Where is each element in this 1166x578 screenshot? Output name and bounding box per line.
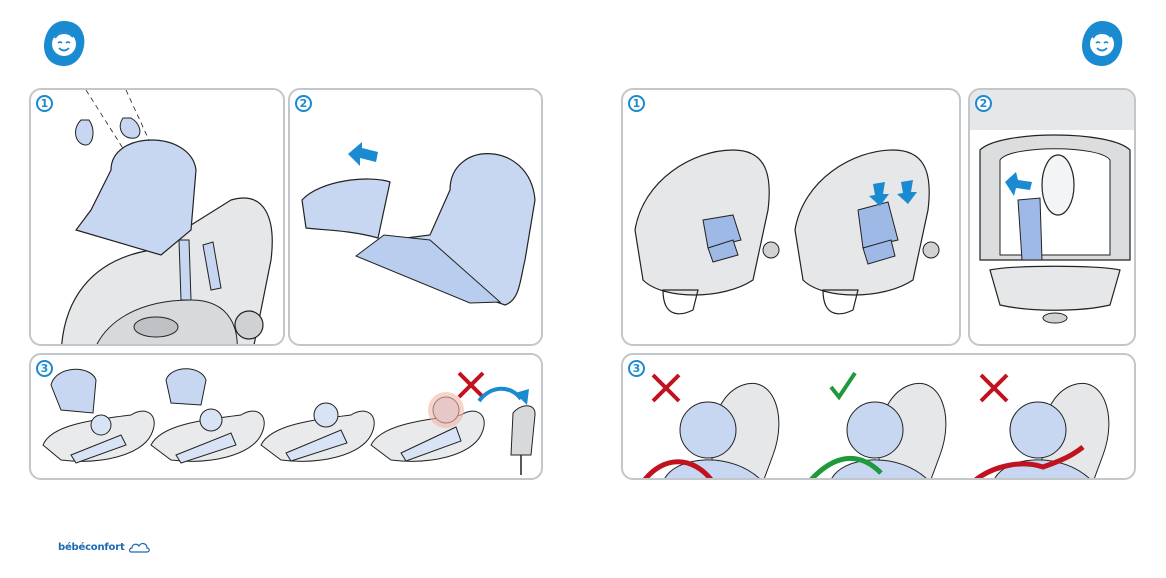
arrow-icon [348,142,378,166]
left-step-3-panel: 3 [29,353,543,480]
right-step-1-panel: 1 [621,88,961,346]
brand-logo: bébéconfort [58,540,150,554]
harness-height-check-illustration [623,355,1136,480]
right-step-3-panel: 3 [621,353,1136,480]
cross-icon [653,375,679,401]
step-number: 2 [975,95,992,112]
step-number: 1 [628,95,645,112]
harness-button-illustration [970,90,1136,346]
cloud-icon [128,540,150,554]
left-step-2-panel: 2 [288,88,543,346]
baby-size-progression-illustration [31,355,543,480]
harness-adjustment-illustration [623,90,961,346]
step-number: 3 [628,360,645,377]
cross-icon [459,373,483,397]
step-number: 2 [295,95,312,112]
left-step-1-panel: 1 [29,88,285,346]
baby-face-icon [40,18,88,68]
insert-reversal-illustration [290,90,543,346]
step-number: 3 [36,360,53,377]
cross-icon [981,375,1007,401]
baby-face-icon [1078,18,1126,68]
right-step-2-panel: 2 [968,88,1136,346]
brand-name: bébéconfort [58,542,125,553]
check-icon [831,373,855,397]
step-number: 1 [36,95,53,112]
baby-face-badge-right [1078,18,1126,68]
baby-face-badge-left [40,18,88,68]
seat-insert-removal-illustration [31,90,285,346]
